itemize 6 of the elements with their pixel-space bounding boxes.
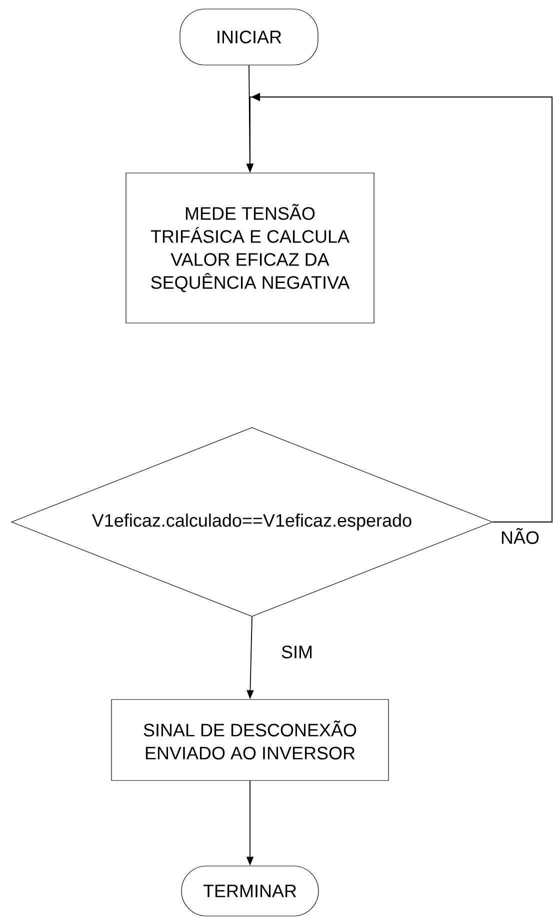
process-box: SINAL DE DESCONEXÃO ENVIADO AO INVERSOR [111,699,389,781]
process-box: MEDE TENSÃO TRIFÁSICA E CALCULA VALOR EFICAZ DA SEQUÊNCIA NEGATIVA [126,172,374,324]
edge-label: SIM [280,644,314,660]
terminal-box: INICIAR [180,8,318,66]
edge-label: NÃO [500,527,540,545]
terminal-box: TERMINAR [181,866,319,916]
